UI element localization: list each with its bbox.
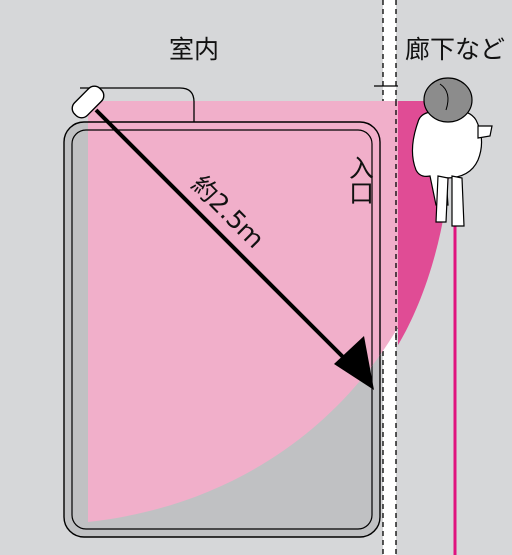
- corridor-label: 廊下など: [405, 35, 505, 64]
- sensor-icon: [71, 85, 105, 119]
- coverage-outlines: [88, 101, 381, 522]
- coverage-area: [88, 101, 450, 522]
- person-icon: [411, 77, 493, 227]
- room-label: 室内: [169, 35, 219, 64]
- distance-arrow-icon: [94, 108, 374, 390]
- entrance-label: 入口: [346, 155, 375, 205]
